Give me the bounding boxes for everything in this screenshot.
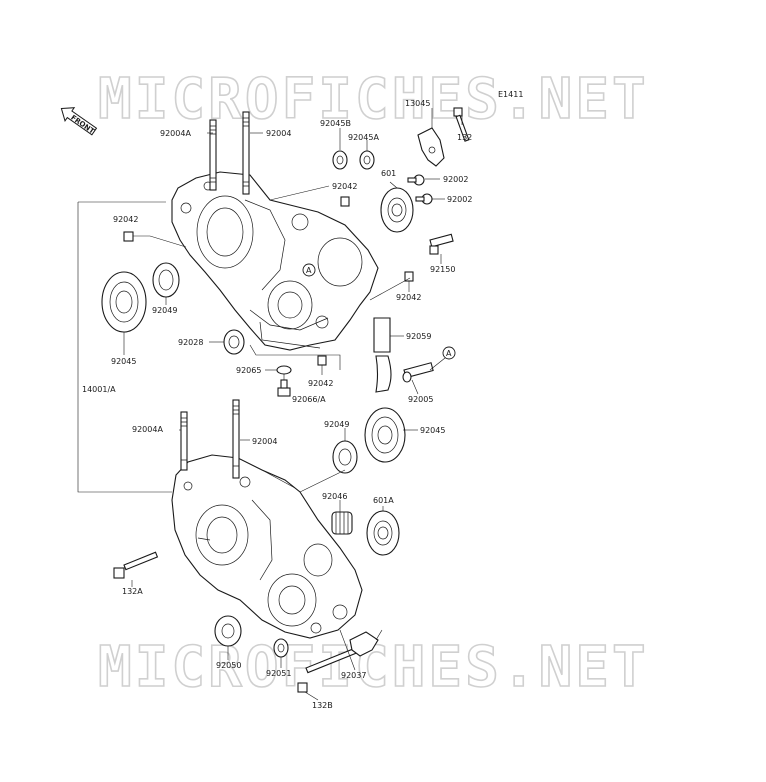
- label-92049-bottom: 92049: [324, 420, 349, 429]
- label-92042-right: 92042: [396, 293, 421, 302]
- guide-92037: [349, 631, 379, 657]
- bracket-13045: [417, 127, 445, 167]
- label-92065: 92065: [236, 366, 261, 375]
- label-92002-b: 92002: [447, 195, 472, 204]
- bearing-601: [380, 187, 414, 233]
- label-92150: 92150: [430, 265, 455, 274]
- part-labels: 92004A 92004 92045B 92045A 13045 132 920…: [82, 99, 472, 710]
- oil-seal-92045b: [332, 150, 348, 170]
- stud-92004-bottom: [232, 399, 240, 479]
- label-92004-bottom: 92004: [252, 437, 277, 446]
- oil-seal-92050: [214, 615, 242, 647]
- upper-crankcase-half: [171, 171, 379, 351]
- bearing-601a: [366, 510, 400, 556]
- label-132: 132: [457, 133, 472, 142]
- oil-seal-92049-bottom: [332, 440, 358, 474]
- front-arrow-icon: FRONT: [60, 107, 98, 136]
- dowel-92042-left: [123, 231, 134, 242]
- label-92004a-bottom: 92004A: [132, 425, 163, 434]
- needle-bearing-92046: [331, 511, 353, 535]
- leader-lines: [77, 108, 463, 701]
- stud-92004-top: [242, 111, 250, 195]
- label-92045b: 92045B: [320, 119, 351, 128]
- ref-marker-a-2: A: [442, 346, 456, 360]
- label-601a: 601A: [373, 496, 394, 505]
- label-92002-a: 92002: [443, 175, 468, 184]
- label-92042-bottom: 92042: [308, 379, 333, 388]
- label-92049-top: 92049: [152, 306, 177, 315]
- dowel-92042-right: [404, 271, 414, 282]
- label-92066a: 92066/A: [292, 395, 326, 404]
- dowel-92042-top: [340, 196, 350, 207]
- screw-92002-a: [407, 174, 425, 186]
- oil-seal-92051: [273, 638, 289, 658]
- label-92045-right: 92045: [420, 426, 445, 435]
- label-132a: 132A: [122, 587, 143, 596]
- label-92045-left: 92045: [111, 357, 136, 366]
- screw-92002-b: [415, 193, 433, 205]
- label-92050: 92050: [216, 661, 241, 670]
- bearing-92045-right: [364, 407, 406, 463]
- drain-plug-92066a: [277, 379, 291, 397]
- stud-92004a-top: [209, 119, 217, 191]
- label-92059: 92059: [406, 332, 431, 341]
- dowel-92042-bottom: [317, 355, 327, 366]
- oil-seal-92049-top: [152, 262, 180, 298]
- label-92042-top: 92042: [332, 182, 357, 191]
- label-14001a: 14001/A: [82, 385, 116, 394]
- ref-marker-a-1: A: [302, 263, 316, 277]
- label-132b: 132B: [312, 701, 333, 710]
- label-601: 601: [381, 169, 396, 178]
- fitting-92005: [402, 362, 434, 383]
- label-13045: 13045: [405, 99, 430, 108]
- label-92046: 92046: [322, 492, 347, 501]
- diagram-code: E1411: [498, 90, 523, 99]
- bearing-92045-left: [101, 271, 147, 333]
- collar-92028: [223, 329, 245, 355]
- label-92005: 92005: [408, 395, 433, 404]
- label-92028: 92028: [178, 338, 203, 347]
- label-92004-top: 92004: [266, 129, 291, 138]
- label-92045a: 92045A: [348, 133, 379, 142]
- bearing-92045a: [359, 150, 375, 170]
- watermark-top: MICROFICHES.NET: [98, 67, 649, 132]
- bolt-132a: [113, 551, 159, 579]
- washer-92065: [276, 365, 292, 375]
- svg-text:A: A: [306, 266, 312, 275]
- label-92051: 92051: [266, 669, 291, 678]
- svg-text:A: A: [446, 349, 452, 358]
- hose-92059: [373, 317, 392, 393]
- fitting-92150: [429, 233, 454, 255]
- stud-92004a-bottom: [180, 411, 188, 471]
- label-92042-left: 92042: [113, 215, 138, 224]
- label-92037: 92037: [341, 671, 366, 680]
- label-92004a-top: 92004A: [160, 129, 191, 138]
- lower-crankcase-half: [171, 454, 363, 639]
